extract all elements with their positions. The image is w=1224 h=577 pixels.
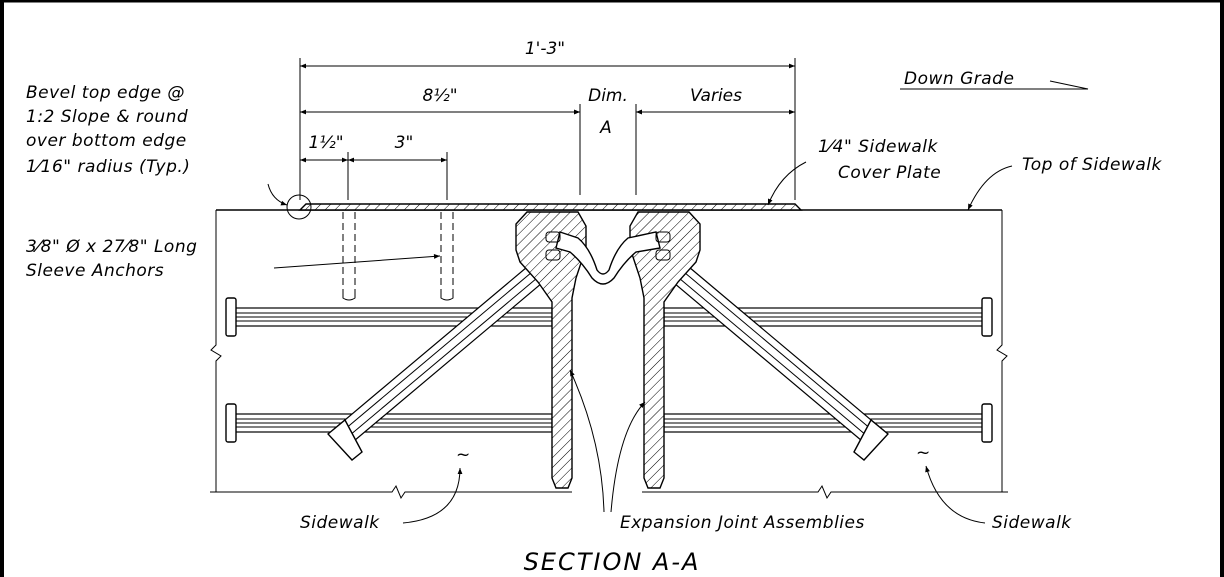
rebar-right bbox=[663, 297, 993, 443]
sidewalk-break-lines bbox=[210, 210, 1008, 500]
down-grade-label: Down Grade bbox=[904, 69, 1014, 89]
dim-varies: Varies bbox=[690, 86, 742, 106]
dim-one-half: 1½" bbox=[308, 133, 343, 153]
sidewalk-cover-plate bbox=[298, 203, 803, 211]
seal-lugs bbox=[545, 231, 671, 261]
tilde-right: ~ bbox=[916, 443, 931, 463]
dim-overall: 1'-3" bbox=[525, 39, 565, 59]
diagonal-anchor-right bbox=[667, 261, 890, 461]
dim-eight-half: 8½" bbox=[422, 86, 457, 106]
tilde-left: ~ bbox=[456, 445, 471, 465]
leader-lines bbox=[267, 161, 1013, 524]
expansion-joint-right bbox=[629, 211, 701, 489]
sidewalk-label-right: Sidewalk bbox=[992, 513, 1072, 533]
section-title: SECTION A-A bbox=[524, 548, 701, 576]
dim-three: 3" bbox=[395, 133, 414, 153]
cover-plate-note-line-2: Cover Plate bbox=[838, 163, 941, 183]
dim-a-value: A bbox=[599, 118, 612, 138]
bevel-note-line-2: 1:2 Slope & round bbox=[26, 107, 188, 127]
down-grade-arrow bbox=[900, 80, 1089, 90]
anchor-note-line-1: 3⁄8" Ø x 27⁄8" Long bbox=[26, 237, 197, 257]
bevel-detail-circle bbox=[286, 194, 312, 220]
anchor-note-line-2: Sleeve Anchors bbox=[26, 261, 164, 281]
expansion-joint-left bbox=[515, 211, 587, 489]
bevel-note-line-1: Bevel top edge @ bbox=[26, 83, 185, 103]
top-of-sidewalk-label: Top of Sidewalk bbox=[1022, 155, 1162, 175]
sleeve-anchors bbox=[342, 212, 454, 301]
cover-plate-note-line-1: 1⁄4" Sidewalk bbox=[818, 137, 939, 157]
dim-a-label: Dim. bbox=[588, 86, 628, 106]
bevel-note-line-3: over bottom edge bbox=[26, 131, 187, 151]
joint-seal-gland bbox=[555, 231, 661, 285]
bevel-note-line-4: 1⁄16" radius (Typ.) bbox=[26, 157, 190, 177]
sidewalk-label-left: Sidewalk bbox=[300, 513, 380, 533]
rebar-left bbox=[225, 297, 553, 443]
dimension-lines bbox=[299, 58, 796, 200]
expansion-joint-label: Expansion Joint Assemblies bbox=[620, 513, 865, 533]
